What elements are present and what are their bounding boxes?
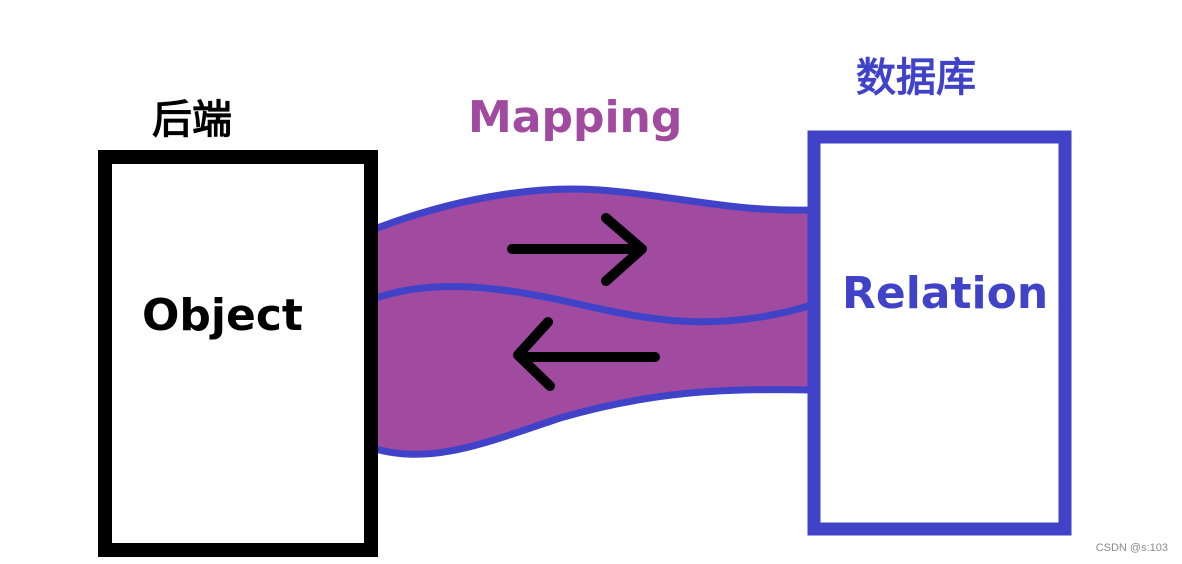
- relation-label: Relation: [842, 268, 1049, 319]
- mapping-band-fill: [372, 189, 812, 455]
- mapping-band: [368, 185, 816, 458]
- watermark: CSDN @s:103: [1095, 542, 1168, 554]
- database-box: [807, 130, 1072, 536]
- mapping-label: Mapping: [468, 92, 683, 143]
- database-label: 数据库: [856, 55, 976, 101]
- backend-label: 后端: [152, 97, 232, 143]
- object-label: Object: [142, 290, 303, 341]
- backend-box: [98, 150, 378, 557]
- arrow-left-icon: [513, 317, 660, 391]
- mapping-outline-middle: [372, 283, 816, 326]
- mapping-outline-top: [368, 185, 816, 234]
- arrow-right-icon: [507, 213, 647, 286]
- mapping-outline-bottom: [368, 386, 816, 458]
